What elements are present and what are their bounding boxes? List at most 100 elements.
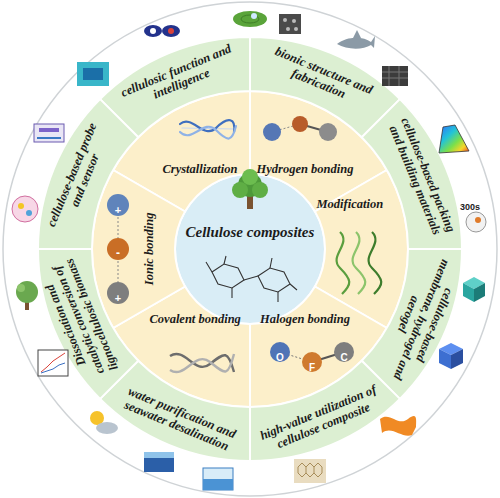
lotus-leaf-photo <box>251 13 257 19</box>
application-segment: cellulose-based packing and building mat… <box>359 97 464 251</box>
plot-thumbnail <box>41 363 65 373</box>
tree-biomass-icon <box>16 281 38 303</box>
segment-label: cellulose-based packing and building mat… <box>383 113 458 244</box>
surface-texture-photo <box>294 27 298 31</box>
bonding-segment: Hydrogen bonding <box>248 89 389 214</box>
sun-cloud-icon <box>90 411 118 434</box>
probe-bubble-photo <box>12 196 38 222</box>
application-segment: Dissociation and catalytic conversion of… <box>36 247 141 401</box>
glucose-structure <box>212 264 244 288</box>
fabric-photo <box>382 66 408 86</box>
crystal-strands <box>180 126 236 139</box>
evaporator-photo <box>144 452 174 458</box>
tree-biomass-icon <box>17 284 25 292</box>
center-circle: Cellulose composites <box>173 172 327 326</box>
water-tank-photo <box>203 479 233 490</box>
plot-thumbnail <box>38 350 68 376</box>
probe-bubble-photo <box>26 210 32 216</box>
application-segment: high-value utilization of cellulose comp… <box>248 358 402 463</box>
segment-fill <box>113 91 250 212</box>
hydrogen-bond-atoms <box>263 116 337 141</box>
teal-cube-photo <box>463 283 474 302</box>
surface-texture-photo <box>292 19 296 23</box>
covalent-strands <box>170 354 234 372</box>
atom-symbol: + <box>115 293 121 304</box>
segment-label: cellulose-based probe and sensor <box>42 113 117 244</box>
glucose-structure <box>206 256 297 302</box>
shark-photo <box>337 30 375 49</box>
sphere-photo <box>466 212 486 232</box>
segment-label: Halogen bonding <box>260 313 350 327</box>
segment-label: bionic structure and fabrication <box>255 40 386 115</box>
sensor-device-photo <box>37 137 61 139</box>
bonding-segment: Modification <box>312 168 410 330</box>
crystal-strands <box>180 120 236 138</box>
film-photo <box>380 416 416 436</box>
halogen-bond-atoms <box>270 342 354 372</box>
ionic-bond-atoms <box>107 194 129 304</box>
fabric-photo <box>382 66 408 86</box>
hydrogen-bond-atoms <box>263 123 281 141</box>
honeycomb-photo <box>294 459 326 483</box>
device-photo <box>77 62 109 86</box>
tree-icon <box>252 182 268 198</box>
application-segment: water purification and seawater desalina… <box>98 358 253 463</box>
segment-shape <box>173 172 327 326</box>
tree-icon <box>242 169 258 185</box>
hydrogen-bond-atoms <box>292 116 308 132</box>
sensor-device-photo <box>39 128 59 132</box>
segment-label: Crystallization <box>163 163 238 177</box>
segment-fill <box>100 361 250 461</box>
evaporator-photo <box>144 452 174 472</box>
segment-fill <box>315 170 408 328</box>
modified-chains <box>337 232 382 294</box>
modified-chains <box>337 232 350 294</box>
segment-label: Dissociation and catalytic conversion of… <box>35 252 123 388</box>
atom-symbol: O <box>276 353 284 363</box>
oil-water-photo <box>168 28 174 34</box>
fabric-photo <box>382 66 408 86</box>
tree-biomass-icon <box>16 281 38 310</box>
tree-icon <box>232 182 248 198</box>
segment-label: Hydrogen bonding <box>257 163 354 177</box>
segment-label: Modification <box>317 198 384 212</box>
crystal-strands <box>182 128 234 129</box>
atom-symbol: - <box>116 247 120 259</box>
halogen-bond-atoms <box>270 342 290 362</box>
surface-texture-photo <box>286 27 290 31</box>
segment-fill <box>250 37 400 137</box>
sensor-device-photo <box>34 124 64 142</box>
modified-chains <box>369 232 382 294</box>
segment-fill <box>250 91 387 212</box>
segment-shape <box>312 168 410 330</box>
glucose-structure <box>258 268 290 292</box>
segment-fill <box>362 99 462 249</box>
ionic-bond-atoms <box>107 282 129 304</box>
center-title: Cellulose composites <box>186 224 315 241</box>
lotus-leaf-photo <box>233 11 267 27</box>
segment-label: cellulose-based membrane, hydrogel and a… <box>377 252 465 388</box>
outer-ring <box>3 2 497 496</box>
modified-chains <box>353 232 366 294</box>
hydrogel-cube-photo <box>439 349 451 369</box>
segment-shape <box>90 168 188 331</box>
oil-water-photo <box>144 25 180 37</box>
water-tank-photo <box>203 468 233 490</box>
oil-water-photo <box>150 28 156 34</box>
glucose-structure <box>244 276 258 280</box>
application-segment: cellulose-based probe and sensor <box>36 97 141 252</box>
sphere-photo <box>466 212 486 232</box>
segment-label: Covalent bonding <box>150 313 241 327</box>
surface-texture-photo <box>283 18 287 22</box>
time-label: 300s <box>460 203 480 212</box>
honeycomb-photo <box>298 463 322 477</box>
shark-photo <box>337 30 375 49</box>
probe-bubble-photo <box>12 196 38 222</box>
surface-texture-photo <box>279 14 301 34</box>
halogen-bond-atoms <box>302 352 322 372</box>
oil-water-photo <box>162 25 180 37</box>
covalent-strands <box>170 354 234 372</box>
